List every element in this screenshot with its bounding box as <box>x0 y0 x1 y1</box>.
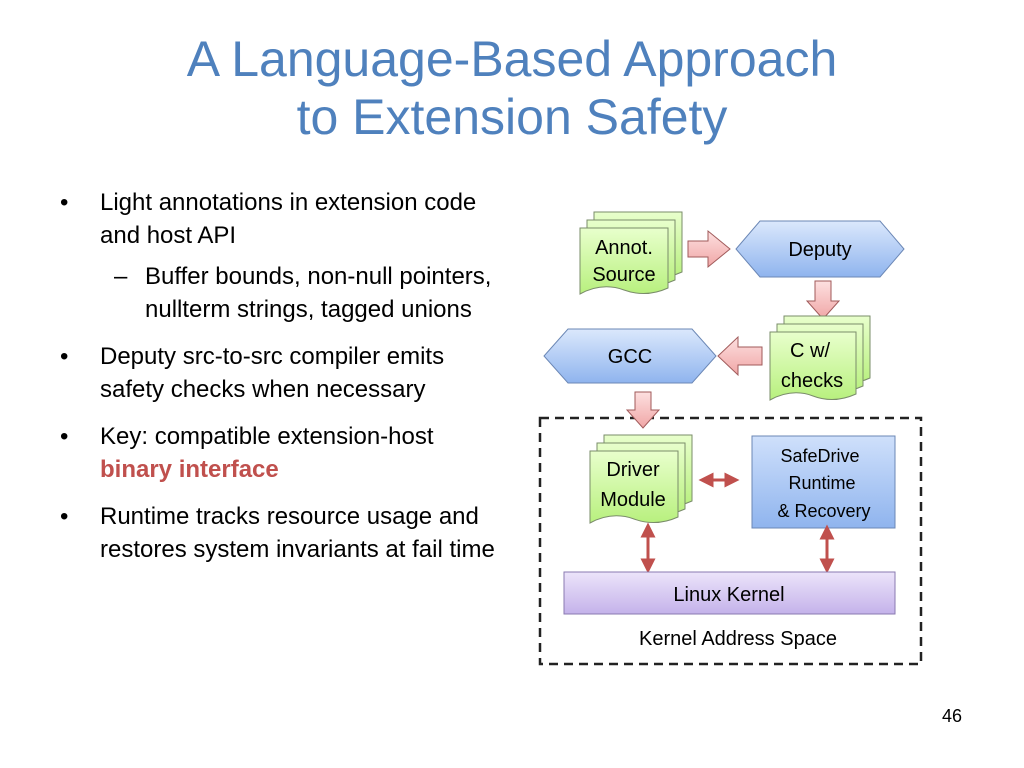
bullet-text: Buffer bounds, non-null pointers, nullte… <box>145 263 492 323</box>
bullet-text: Light annotations in extension code and … <box>100 189 477 249</box>
arrow-annot-to-deputy <box>687 229 731 269</box>
c-checks-label-1: C w/ <box>790 340 830 362</box>
slide-title: A Language-Based Approach to Extension S… <box>0 30 1024 146</box>
driver-module-label-1: Driver <box>606 459 660 481</box>
linux-kernel-label: Linux Kernel <box>673 584 784 606</box>
annot-source-label-2: Source <box>592 264 655 286</box>
binary-interface-highlight: binary interface <box>100 456 279 483</box>
annot-source-doc <box>579 211 683 295</box>
arrow-cchecks-to-gcc <box>717 335 763 377</box>
slide-number: 46 <box>941 706 962 726</box>
deputy-label: Deputy <box>788 239 851 261</box>
bullet-text: Runtime tracks resource usage and restor… <box>100 503 495 563</box>
c-checks-doc <box>769 315 871 401</box>
gcc-label: GCC <box>608 346 652 368</box>
arrow-gcc-to-driver <box>625 391 661 429</box>
bullet-key: Key: compatible extension-host binary int… <box>60 420 510 486</box>
gcc-hexagon <box>543 328 717 384</box>
sub-bullet-bounds: Buffer bounds, non-null pointers, nullte… <box>60 260 510 326</box>
driver-module-label-2: Module <box>600 489 666 511</box>
bullet-runtime: Runtime tracks resource usage and restor… <box>60 500 510 566</box>
c-checks-label-2: checks <box>781 370 843 392</box>
kernel-address-space-label: Kernel Address Space <box>639 628 837 650</box>
linux-kernel-bar <box>563 571 896 615</box>
bullet-list: Light annotations in extension code and … <box>60 186 510 580</box>
arrow-deputy-to-cchecks <box>805 280 841 320</box>
safedrive-label-1: SafeDrive <box>780 446 859 466</box>
title-line-1: A Language-Based Approach <box>186 31 838 87</box>
safedrive-label-3: & Recovery <box>777 501 870 521</box>
bullet-deputy: Deputy src-to-src compiler emits safety … <box>60 340 510 406</box>
safedrive-label-2: Runtime <box>788 473 855 493</box>
bullet-text: Deputy src-to-src compiler emits safety … <box>100 343 445 403</box>
annot-source-label-1: Annot. <box>595 237 653 259</box>
bullet-annotations: Light annotations in extension code and … <box>60 186 510 252</box>
title-line-2: to Extension Safety <box>296 89 728 145</box>
kernel-address-space-box <box>538 416 923 666</box>
deputy-hexagon <box>735 220 905 278</box>
bullet-text: Key: compatible extension-host <box>100 423 434 450</box>
driver-module-doc <box>589 434 693 524</box>
